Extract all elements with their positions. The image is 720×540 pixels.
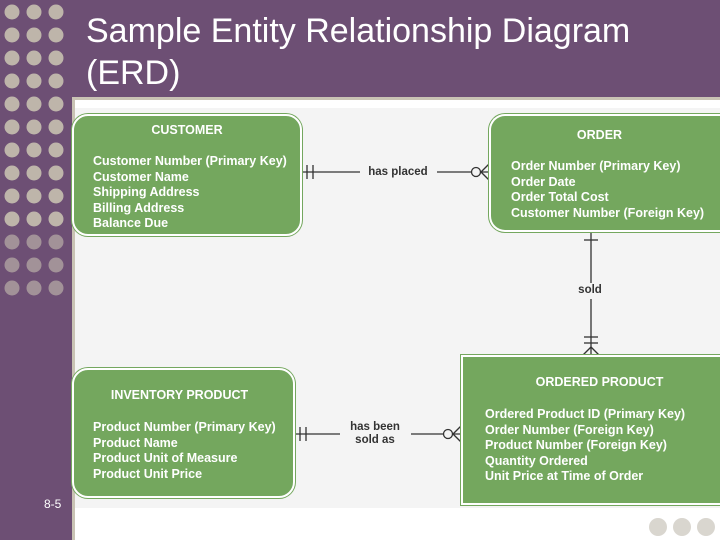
entity-order: ORDER Order Number (Primary Key) Order D… [489,114,720,232]
decorative-dot [26,211,42,227]
attribute-item: Order Number (Primary Key) [511,159,681,173]
attribute-item: Order Date [511,174,576,189]
attribute-item: Customer Number (Primary Key) [93,154,287,168]
slide-title-band [72,0,720,97]
decorative-dot [4,280,20,296]
decorative-dot [26,234,42,250]
decorative-dot [26,73,42,89]
attribute-list: Product Number (Primary Key) Product Nam… [93,420,276,482]
decorative-dot [48,234,64,250]
attribute-item: Ordered Product ID (Primary Key) [485,407,686,421]
attribute-item: Product Name [93,435,178,450]
attribute-list: Order Number (Primary Key) Order Date Or… [511,159,704,221]
decorative-dot [48,119,64,135]
decorative-dot [26,27,42,43]
decorative-dot [4,27,20,43]
decorative-dot [26,257,42,273]
page-title: Sample Entity Relationship Diagram (ERD) [86,12,631,92]
entity-name: ORDER [576,128,623,142]
decorative-dot [26,119,42,135]
attribute-item: Billing Address [93,200,185,215]
attribute-item: Balance Due [93,216,169,231]
decorative-dot [26,280,42,296]
attribute-item: Quantity Ordered [485,453,588,468]
attribute-item: Customer Name [93,169,189,184]
decorative-dot [4,142,20,158]
decorative-dot [48,96,64,112]
relationship-line-sold [582,232,600,356]
attribute-list: Ordered Product ID (Primary Key) Order N… [485,407,685,485]
decorative-dot [4,96,20,112]
decorative-dot [4,211,20,227]
decorative-dot [48,211,64,227]
decorative-dot [4,165,20,181]
relationship-label-has-been-sold-as: has been sold as [350,421,400,446]
decorative-corner-dots [649,518,715,536]
decorative-dot [48,4,64,20]
decorative-dot [26,142,42,158]
decorative-dot [26,188,42,204]
decorative-dot [26,4,42,20]
left-divider [72,97,75,540]
decorative-dot [48,257,64,273]
decorative-dot [4,73,20,89]
decorative-dot [26,165,42,181]
relationship-line-has-been-sold-as [295,425,462,443]
entity-name: INVENTORY PRODUCT [110,388,249,402]
attribute-item: Product Number (Foreign Key) [485,438,667,453]
decorative-dot [26,50,42,66]
decorative-dot [4,188,20,204]
decorative-dot [48,73,64,89]
decorative-dot [4,234,20,250]
attribute-item: Product Unit of Measure [93,451,238,466]
entity-inventory-product: INVENTORY PRODUCT Product Number (Primar… [72,368,295,498]
attribute-item: Order Number (Foreign Key) [485,422,654,437]
entity-ordered-product: ORDERED PRODUCT Ordered Product ID (Prim… [461,355,720,505]
decorative-dot [4,119,20,135]
decorative-dot [4,4,20,20]
attribute-list: Customer Number (Primary Key) Customer N… [93,154,287,232]
decorative-dot [4,257,20,273]
attribute-item: Shipping Address [93,185,200,200]
decorative-dot [26,96,42,112]
decorative-dot [48,50,64,66]
relationship-line-has-placed [302,163,490,181]
title-divider [72,97,720,100]
relationship-label-sold: sold [578,284,602,296]
decorative-dot-grid [4,4,64,296]
relationship-label-has-placed: has placed [368,166,428,178]
decorative-dot [48,188,64,204]
attribute-item: Customer Number (Foreign Key) [511,205,705,220]
attribute-item: Product Unit Price [93,466,203,481]
attribute-item: Order Total Cost [511,190,609,205]
decorative-dot [48,280,64,296]
attribute-item: Product Number (Primary Key) [93,420,276,434]
decorative-dot [48,142,64,158]
decorative-dot [4,50,20,66]
entity-name: CUSTOMER [151,123,223,137]
decorative-dot [48,165,64,181]
attribute-item: Unit Price at Time of Order [485,469,644,484]
entity-customer: CUSTOMER Customer Number (Primary Key) C… [72,114,302,236]
entity-name: ORDERED PRODUCT [535,375,664,389]
slide-number: 8-5 [44,497,62,511]
decorative-dot [48,27,64,43]
